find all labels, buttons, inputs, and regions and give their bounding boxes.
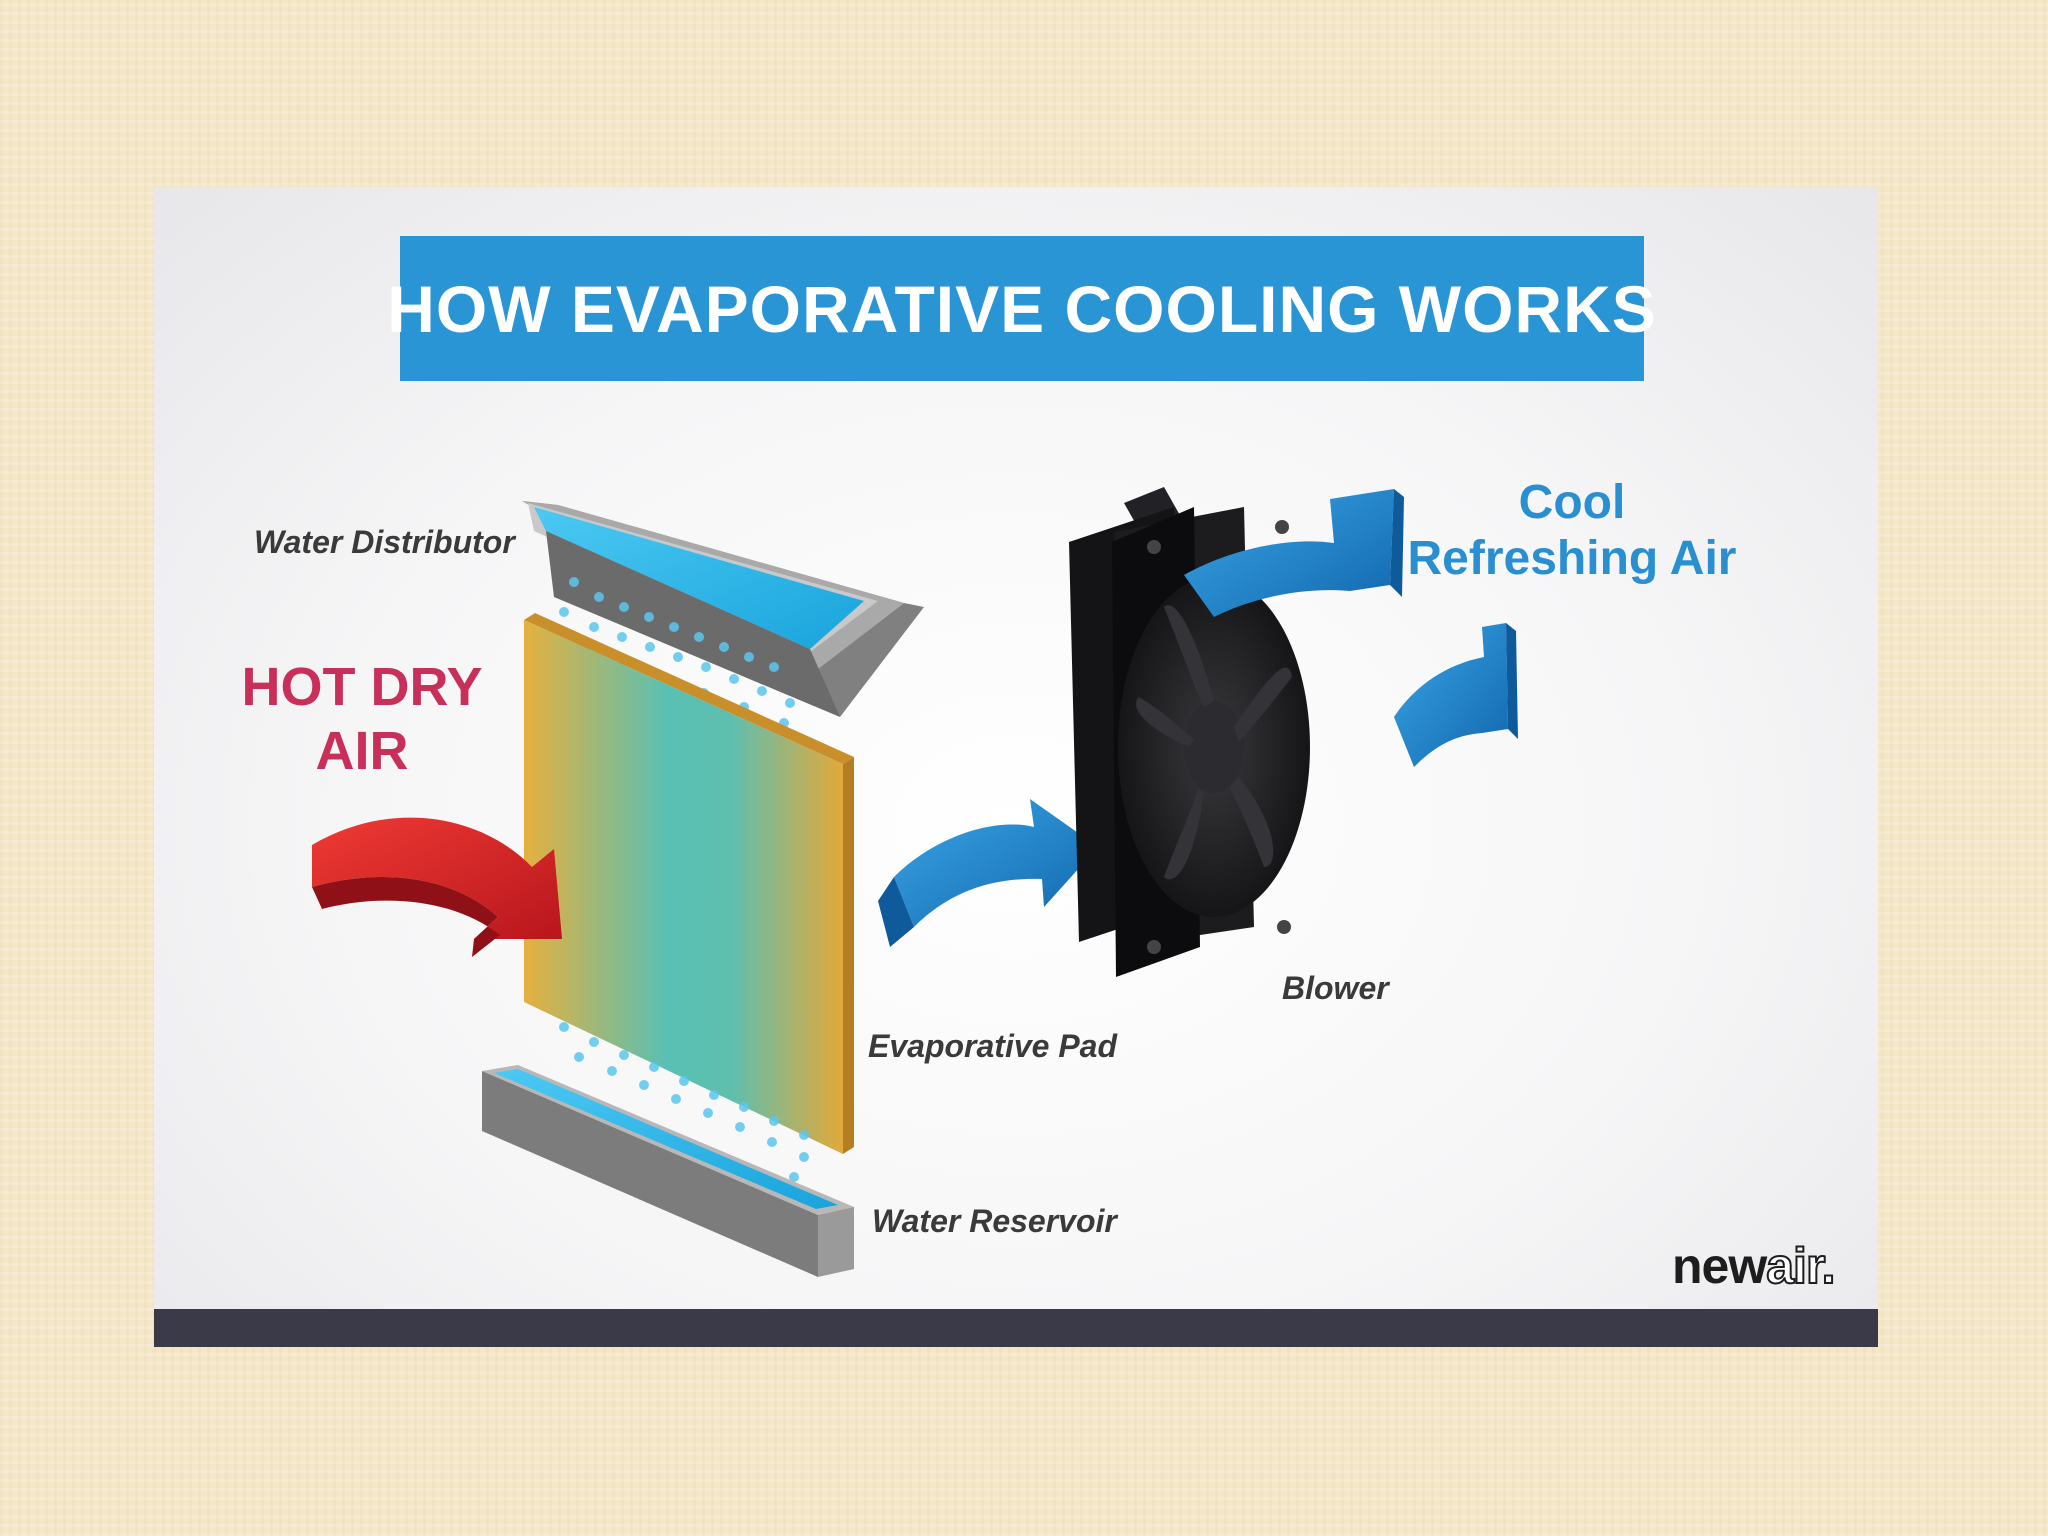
cool-air-line2: Refreshing Air xyxy=(1407,532,1737,585)
logo-part-new: new xyxy=(1672,1238,1767,1294)
cool-air-arrow-output-top xyxy=(1184,489,1404,617)
cool-air-line1: Cool xyxy=(1518,476,1626,529)
cooling-diagram xyxy=(312,487,1518,1277)
slide-panel: HOW EVAPORATIVE COOLING WORKS xyxy=(154,187,1878,1347)
hot-dry-air-line1: HOT DRY xyxy=(241,657,483,717)
hot-air-arrow xyxy=(312,817,562,957)
label-water-reservoir: Water Reservoir xyxy=(872,1203,1117,1239)
water-droplets-bottom xyxy=(559,1022,809,1182)
cool-air-arrow-intake xyxy=(878,799,1098,947)
cool-air-arrow-output-bottom xyxy=(1394,623,1518,767)
evaporative-pad xyxy=(524,613,854,1154)
brand-logo: newair. xyxy=(1672,1237,1837,1295)
water-distributor xyxy=(522,501,924,717)
label-blower: Blower xyxy=(1282,970,1389,1006)
label-cool-air: Cool Refreshing Air xyxy=(1402,475,1742,587)
logo-part-air: air. xyxy=(1765,1237,1836,1295)
title-banner: HOW EVAPORATIVE COOLING WORKS xyxy=(387,236,1656,381)
page-title: HOW EVAPORATIVE COOLING WORKS xyxy=(387,271,1657,346)
label-water-distributor: Water Distributor xyxy=(254,524,515,560)
water-reservoir xyxy=(482,1065,854,1277)
blower-fan xyxy=(1069,487,1310,977)
label-hot-dry-air: HOT DRY AIR xyxy=(232,655,492,783)
label-evaporative-pad: Evaporative Pad xyxy=(868,1028,1117,1064)
footer-bar xyxy=(154,1309,1878,1347)
hot-dry-air-line2: AIR xyxy=(315,721,409,781)
